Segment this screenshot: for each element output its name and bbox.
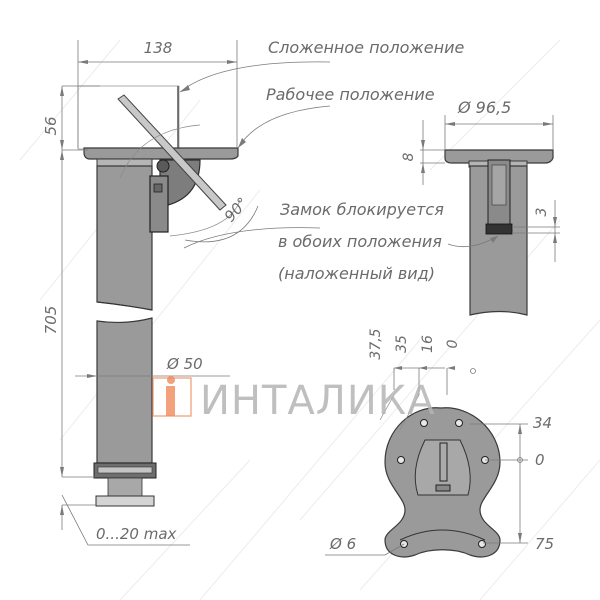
dim-label-0-vertical: 0	[535, 451, 545, 469]
leg-tube-upper	[96, 165, 153, 311]
dim-label-adjust-range: 0...20 max	[96, 525, 177, 543]
brand-name: ИНТАЛИКА	[200, 378, 436, 424]
folding-arm	[117, 94, 227, 211]
dim-label-34: 34	[533, 414, 552, 432]
mounting-plate-side	[83, 147, 239, 160]
dim-label-75: 75	[535, 535, 554, 553]
plate-bottom-view	[325, 366, 528, 558]
dim-label-16: 16	[420, 335, 436, 353]
brand-watermark: ИНТАЛИКА	[152, 376, 436, 424]
lock-latch-front	[485, 223, 513, 235]
mounting-plate-front	[444, 149, 554, 164]
callout-folded-position: Сложенное положение	[268, 38, 464, 57]
adjuster-screw	[107, 477, 143, 499]
front-view	[420, 115, 560, 316]
side-view	[60, 40, 331, 546]
leg-tube-lower	[96, 317, 153, 464]
dim-label-3: 3	[534, 208, 550, 217]
dim-label-56: 56	[42, 116, 60, 135]
dim-label-hole-diameter: Ø 6	[329, 535, 356, 553]
dim-label-diameter-96-5: Ø 96,5	[457, 98, 511, 117]
dim-label-35: 35	[394, 335, 410, 353]
callout-lock-line2: в обоих положения	[278, 232, 442, 251]
dim-label-0-horizontal: 0	[445, 339, 461, 348]
dim-label-diameter-50: Ø 50	[166, 355, 203, 373]
callout-lock-line1: Замок блокируется	[280, 200, 444, 219]
adjuster-foot	[95, 495, 155, 507]
leg-tube-front	[469, 165, 528, 316]
dim-label-8: 8	[401, 152, 417, 161]
dim-label-37-5: 37,5	[368, 328, 384, 359]
callout-lock-line3: (наложенный вид)	[278, 264, 435, 283]
dim-label-138: 138	[144, 39, 173, 57]
angle-label-90: 90°	[221, 194, 252, 226]
callout-working-position: Рабочее положение	[266, 85, 435, 104]
dim-label-705: 705	[42, 306, 60, 335]
